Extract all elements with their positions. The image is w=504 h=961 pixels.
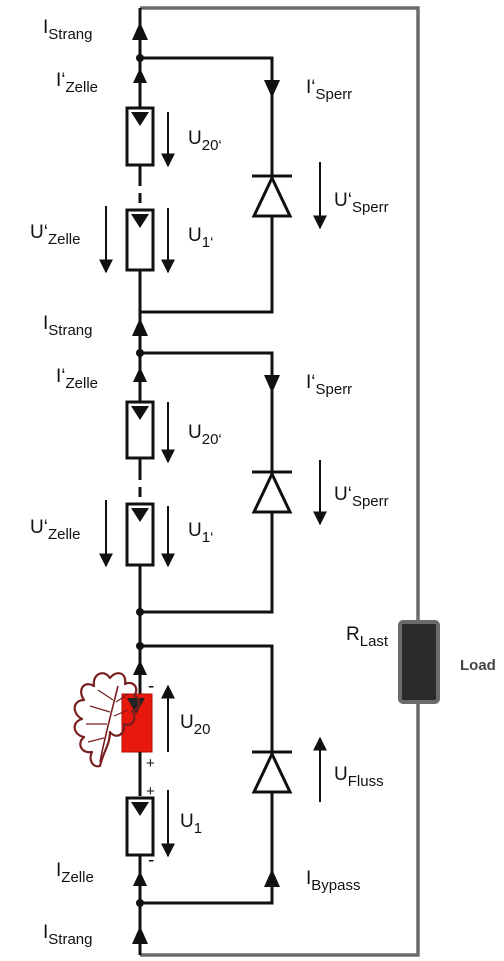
label-u20-prime-1: U20‘ xyxy=(188,128,222,154)
cell-module1-u1 xyxy=(125,208,155,272)
label-i-zelle: IZelle xyxy=(56,860,94,886)
label-i-zelle-prime-1: I‘Zelle xyxy=(56,70,98,96)
label-u-sperr-prime-2: U‘Sperr xyxy=(334,484,389,510)
label-minus-bottom: - xyxy=(148,850,154,871)
diode-icon xyxy=(251,174,293,218)
module-3-bypass-loop xyxy=(136,642,274,907)
label-i-strang-top: IStrang xyxy=(43,17,92,43)
label-minus-top: - xyxy=(148,676,154,697)
label-u1-prime-1: U1‘ xyxy=(188,225,213,251)
module-1-bypass-loop xyxy=(136,54,274,314)
label-load: Load xyxy=(460,657,496,674)
bypass-branch-arrows xyxy=(264,80,280,887)
label-i-zelle-prime-2: I‘Zelle xyxy=(56,366,98,392)
load-loop-wire xyxy=(140,6,420,957)
resistor-icon xyxy=(398,620,440,704)
label-i-bypass: IBypass xyxy=(306,868,360,894)
oak-leaf-icon xyxy=(73,672,141,768)
label-u-zelle-prime-1: U‘Zelle xyxy=(30,222,80,248)
label-u1-prime-2: U1‘ xyxy=(188,520,213,546)
cell-module2-u20 xyxy=(125,400,155,460)
label-plus-u1: + xyxy=(146,783,155,800)
cell-module2-u1 xyxy=(125,502,155,567)
label-i-strang-middle: IStrang xyxy=(43,313,92,339)
cell-module3-u1 xyxy=(125,796,155,857)
label-u-zelle-prime-2: U‘Zelle xyxy=(30,517,80,543)
label-u-fluss: UFluss xyxy=(334,764,384,790)
label-r-last: RLast xyxy=(346,624,389,650)
module-2-bypass-loop xyxy=(136,349,274,616)
label-u20-prime-2: U20‘ xyxy=(188,422,222,448)
cell-module1-u20 xyxy=(125,106,155,167)
label-u1: U1 xyxy=(180,811,202,837)
shaded-cell-u20 xyxy=(121,693,153,753)
diode-icon xyxy=(251,750,293,794)
label-u20: U20 xyxy=(180,712,210,738)
label-i-strang-bottom: IStrang xyxy=(43,922,92,948)
diode-icon xyxy=(251,470,293,514)
label-u-sperr-prime-1: U‘Sperr xyxy=(334,190,389,216)
current-arrows xyxy=(132,22,148,944)
voltage-arrows xyxy=(99,112,327,858)
label-plus-shaded: + xyxy=(146,755,155,772)
label-i-sperr-prime-2: I‘Sperr xyxy=(306,372,352,398)
label-i-sperr-prime-1: I‘Sperr xyxy=(306,77,352,103)
